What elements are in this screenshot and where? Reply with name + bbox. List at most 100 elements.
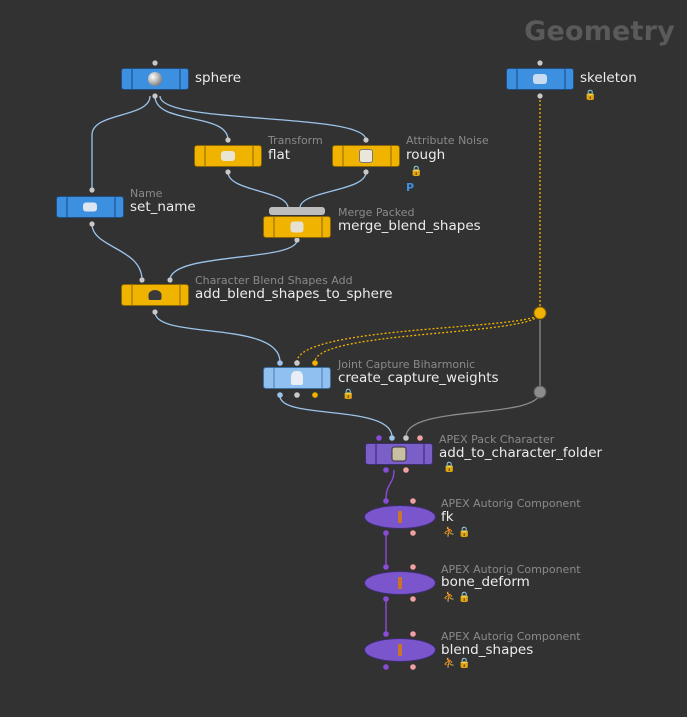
noise-icon	[359, 149, 373, 163]
node-rough[interactable]	[332, 145, 400, 167]
node-sphere[interactable]	[121, 68, 189, 90]
lock-icon: 🔒	[458, 658, 471, 669]
node-blend-shapes[interactable]	[364, 638, 436, 662]
node-skeleton[interactable]	[506, 68, 574, 90]
node-add-to-character-folder[interactable]	[365, 443, 433, 465]
connector-dot[interactable]	[410, 530, 416, 536]
connector-dot[interactable]	[403, 435, 409, 441]
node-type: APEX Autorig Component	[441, 630, 581, 643]
wire-sphere-to-rough[interactable]	[159, 95, 367, 141]
node-name: blend_shapes	[441, 642, 534, 658]
name-icon	[83, 202, 97, 212]
node-name: rough	[406, 147, 446, 163]
dot-joint-yellow[interactable]	[533, 306, 547, 320]
wire-sphere-to-flat[interactable]	[154, 95, 229, 141]
node-type: Merge Packed	[338, 206, 415, 219]
connector-dot[interactable]	[312, 392, 318, 398]
wire-rough-to-merge[interactable]	[299, 171, 367, 209]
node-name: skeleton	[580, 70, 637, 86]
node-type: Character Blend Shapes Add	[195, 274, 353, 287]
node-name: flat	[268, 147, 291, 163]
connector-dot[interactable]	[383, 564, 389, 570]
connector-dot[interactable]	[410, 498, 416, 504]
connector-dot[interactable]	[537, 60, 543, 66]
connector-dot[interactable]	[294, 237, 300, 243]
wire-sphere-to-set-name[interactable]	[91, 95, 151, 190]
node-type: APEX Pack Character	[439, 433, 555, 446]
connector-dot[interactable]	[277, 392, 283, 398]
merge-input-bar[interactable]	[269, 207, 325, 215]
connector-dot[interactable]	[152, 309, 158, 315]
node-name: add_blend_shapes_to_sphere	[195, 286, 393, 302]
node-fk[interactable]	[364, 505, 436, 529]
connector-dot[interactable]	[410, 596, 416, 602]
connector-dot[interactable]	[225, 137, 231, 143]
connector-dot[interactable]	[294, 392, 300, 398]
node-merge-blend-shapes[interactable]	[263, 216, 331, 238]
node-type: APEX Autorig Component	[441, 497, 581, 510]
lock-icon: 🔒	[410, 166, 423, 177]
node-set-name[interactable]	[56, 196, 124, 218]
node-type: Joint Capture Biharmonic	[338, 358, 476, 371]
node-type: Transform	[268, 134, 323, 147]
rig-icon: ⛹	[443, 527, 456, 538]
sphere-icon	[148, 72, 162, 86]
connector-dot[interactable]	[383, 596, 389, 602]
lock-icon: 🔒	[458, 527, 471, 538]
connector-dot[interactable]	[363, 137, 369, 143]
connector-dot[interactable]	[152, 93, 158, 99]
wire-capture-to-pack[interactable]	[279, 395, 393, 438]
connector-dot[interactable]	[89, 187, 95, 193]
rig-icon: ⛹	[443, 592, 456, 603]
wire-flat-to-merge[interactable]	[227, 171, 289, 209]
wire-setname-to-blendadd[interactable]	[91, 223, 143, 281]
connector-dot[interactable]	[383, 530, 389, 536]
dot-joint-gray[interactable]	[533, 385, 547, 399]
node-create-capture-weights[interactable]	[263, 367, 331, 389]
pack-icon	[391, 446, 407, 462]
wire-blendadd-to-capture[interactable]	[154, 311, 281, 363]
lock-icon: 🔒	[584, 90, 597, 101]
connector-dot[interactable]	[277, 360, 283, 366]
wire-merge-to-blendadd[interactable]	[169, 239, 298, 281]
rig-icon: ⛹	[443, 658, 456, 669]
connector-dot[interactable]	[225, 169, 231, 175]
connector-dot[interactable]	[363, 169, 369, 175]
connector-dot[interactable]	[89, 221, 95, 227]
node-type: APEX Autorig Component	[441, 563, 581, 576]
node-name: create_capture_weights	[338, 370, 499, 386]
connector-dot[interactable]	[383, 498, 389, 504]
p-flag: P	[406, 181, 415, 194]
node-bone-deform[interactable]	[364, 571, 436, 595]
merge-icon	[290, 221, 304, 233]
node-name: merge_blend_shapes	[338, 218, 481, 234]
node-name: set_name	[130, 199, 196, 215]
connector-dot[interactable]	[410, 664, 416, 670]
node-type: Name	[130, 187, 163, 200]
connector-dot[interactable]	[139, 277, 145, 283]
autorig-icon	[398, 644, 402, 656]
connector-dot[interactable]	[383, 467, 389, 473]
connector-dot[interactable]	[410, 564, 416, 570]
wire-joint-to-capture-a[interactable]	[314, 312, 541, 363]
connector-dot[interactable]	[389, 435, 395, 441]
node-name: bone_deform	[441, 574, 530, 590]
connector-dot[interactable]	[167, 277, 173, 283]
wire-joint-to-capture-b[interactable]	[296, 312, 541, 363]
wire-pack-to-fk[interactable]	[385, 469, 395, 501]
connector-dot[interactable]	[383, 664, 389, 670]
connector-dot[interactable]	[403, 467, 409, 473]
connector-dot[interactable]	[294, 360, 300, 366]
connector-dot[interactable]	[417, 435, 423, 441]
connector-dot[interactable]	[537, 93, 543, 99]
node-flat[interactable]	[194, 145, 262, 167]
transform-icon	[221, 151, 235, 161]
connector-dot[interactable]	[410, 631, 416, 637]
connector-dot[interactable]	[312, 360, 318, 366]
connector-dot[interactable]	[383, 631, 389, 637]
connector-dot[interactable]	[376, 435, 382, 441]
blendshape-icon	[148, 290, 162, 300]
connector-dot[interactable]	[152, 60, 158, 66]
node-add-blend-shapes[interactable]	[121, 284, 189, 306]
